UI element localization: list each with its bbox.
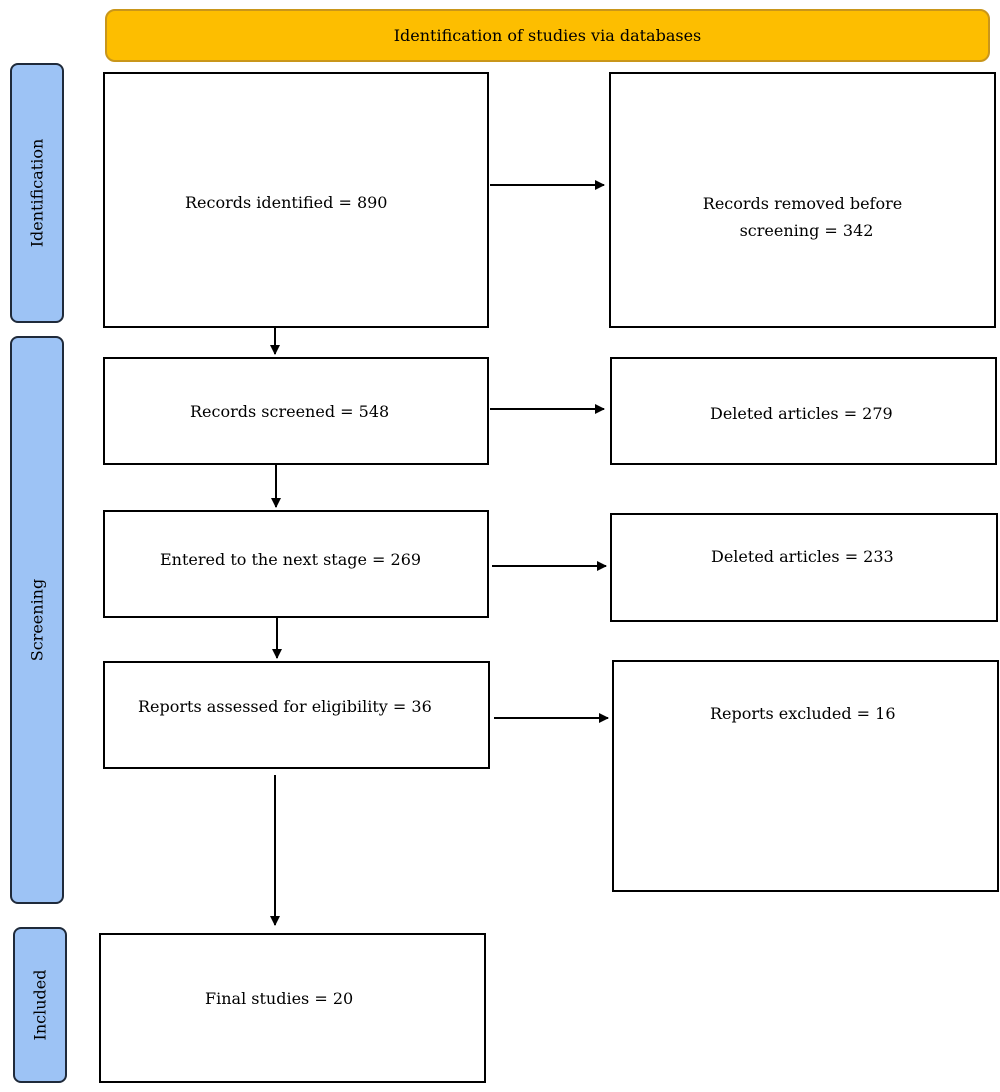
reports-assessed-box: Reports assessed for eligibility = 36 bbox=[103, 661, 490, 769]
phase-included: Included bbox=[13, 927, 67, 1083]
phase-identification: Identification bbox=[10, 63, 64, 323]
phase-screening: Screening bbox=[10, 336, 64, 904]
reports-excluded-text: Reports excluded = 16 bbox=[710, 704, 896, 723]
entered-next-stage-box: Entered to the next stage = 269 bbox=[103, 510, 489, 618]
final-studies-text: Final studies = 20 bbox=[205, 989, 354, 1008]
flow-header: Identification of studies via databases bbox=[105, 9, 990, 62]
entered-next-stage-text: Entered to the next stage = 269 bbox=[160, 550, 422, 569]
deleted-articles-1-box: Deleted articles = 279 bbox=[610, 357, 997, 465]
reports-assessed-text: Reports assessed for eligibility = 36 bbox=[138, 697, 432, 716]
reports-excluded-box: Reports excluded = 16 bbox=[612, 660, 999, 892]
records-removed-line1: Records removed before bbox=[702, 194, 903, 213]
records-screened-box: Records screened = 548 bbox=[103, 357, 489, 465]
flow-header-title: Identification of studies via databases bbox=[393, 26, 702, 45]
deleted-articles-2-box: Deleted articles = 233 bbox=[610, 513, 998, 622]
final-studies-box: Final studies = 20 bbox=[99, 933, 486, 1083]
records-screened-text: Records screened = 548 bbox=[190, 402, 390, 421]
records-identified-text: Records identified = 890 bbox=[185, 193, 388, 212]
records-identified-box: Records identified = 890 bbox=[103, 72, 489, 328]
records-removed-line2: screening = 342 bbox=[739, 221, 874, 240]
deleted-articles-2-text: Deleted articles = 233 bbox=[711, 547, 894, 566]
deleted-articles-1-text: Deleted articles = 279 bbox=[710, 404, 893, 423]
records-removed-text: Records removed before screening = 342 bbox=[611, 190, 994, 244]
records-removed-box: Records removed before screening = 342 bbox=[609, 72, 996, 328]
